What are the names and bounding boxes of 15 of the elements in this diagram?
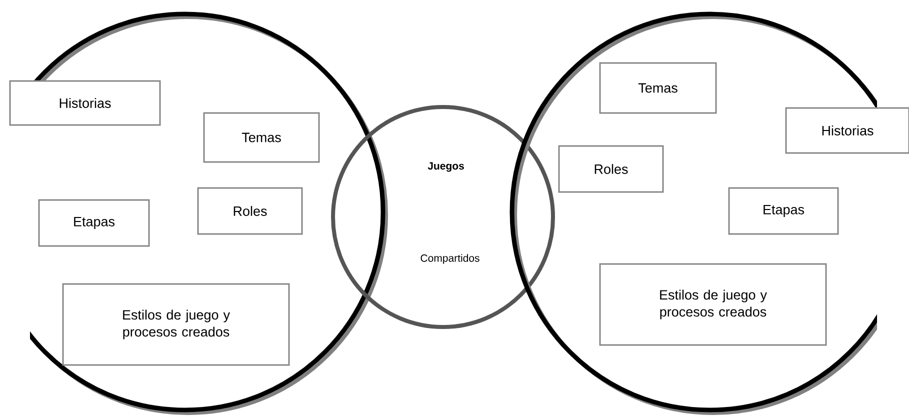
circle-label: Juegos — [428, 162, 464, 172]
text-box: Historias — [785, 107, 909, 154]
text-box: Historias — [9, 80, 161, 126]
text-box: Roles — [558, 145, 664, 193]
circle — [331, 105, 555, 329]
circle — [510, 12, 878, 415]
text-box: Temas — [599, 62, 717, 114]
circle — [30, 12, 388, 415]
text-box: Estilos de juego y procesos creados — [599, 263, 827, 346]
text-box: Etapas — [38, 199, 150, 247]
text-box: Temas — [203, 112, 320, 163]
text-box: Estilos de juego y procesos creados — [62, 283, 290, 366]
circle-label: Compartidos — [420, 254, 480, 264]
text-box: Roles — [197, 187, 303, 235]
text-box: Etapas — [728, 187, 839, 235]
